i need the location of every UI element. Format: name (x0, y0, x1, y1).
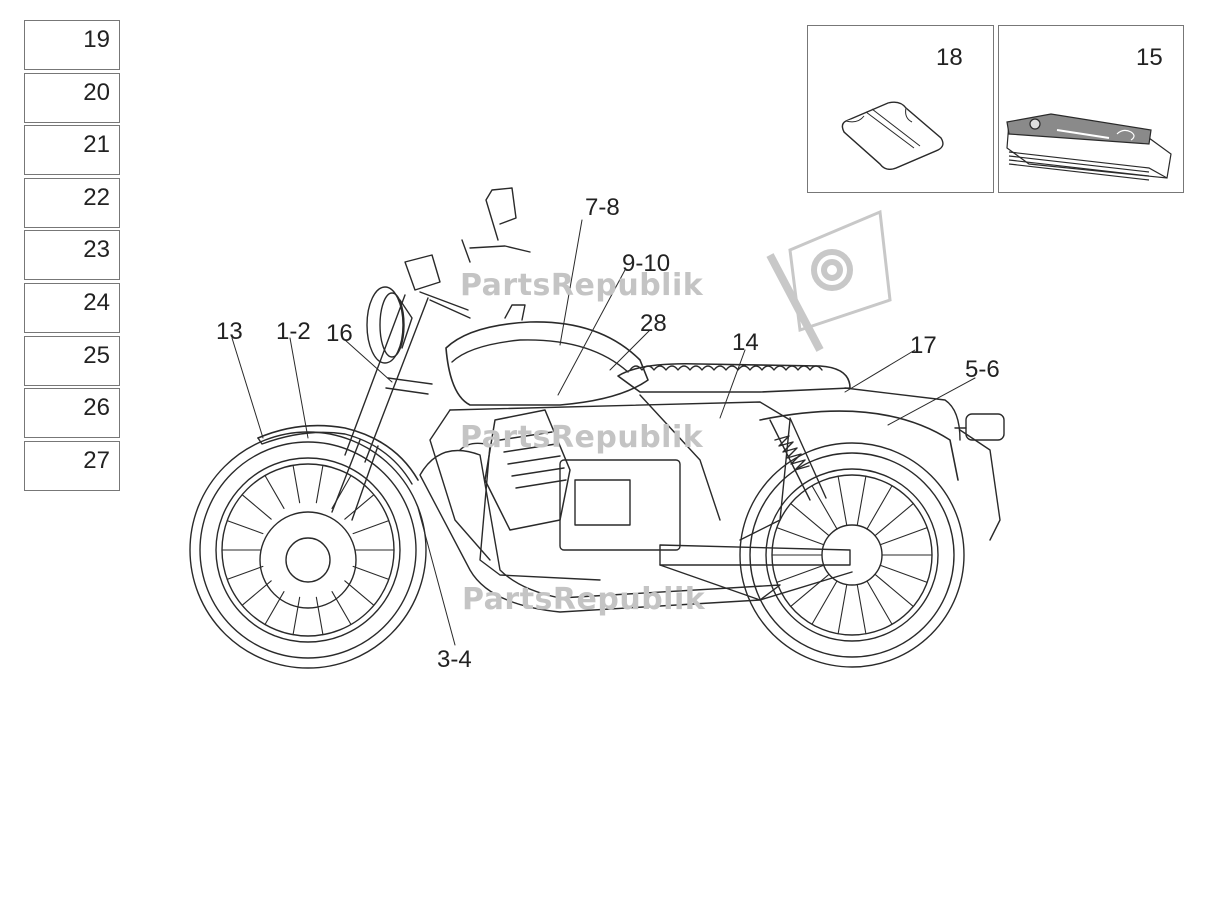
wheel-spoke (344, 580, 375, 606)
callout-5-6: 5-6 (965, 356, 1000, 383)
wheel-spoke (264, 474, 285, 509)
part-number: 19 (83, 26, 110, 53)
wheel-spoke (352, 520, 390, 535)
wheel-spoke (874, 573, 914, 607)
part-box[interactable]: 22 (24, 177, 120, 228)
rear-wheel (739, 442, 965, 668)
wheel-spoke (226, 520, 264, 535)
part-number: 27 (83, 446, 110, 474)
watermark: PartsRepublik (460, 420, 704, 455)
part-box[interactable]: 27 (24, 440, 120, 491)
watermark: PartsRepublik (460, 268, 704, 303)
part-box[interactable]: 26 (24, 388, 120, 439)
watermark-gear-icon (766, 209, 892, 352)
manual-inset[interactable]: 15 (998, 25, 1184, 193)
wheel-spoke (352, 565, 390, 580)
wheel-spoke (811, 485, 838, 530)
part-box[interactable]: 21 (24, 125, 120, 176)
wheel-spoke (776, 564, 825, 583)
part-number: 22 (83, 183, 110, 211)
wheel-spoke (264, 591, 285, 626)
wheel-spoke (874, 503, 914, 537)
wheel-spoke (790, 573, 830, 607)
callout-16: 16 (326, 320, 353, 347)
wheel-spoke (790, 503, 830, 537)
wheel-spoke (866, 485, 893, 530)
part-box[interactable]: 24 (24, 282, 120, 333)
wheel-spoke (344, 494, 375, 520)
part-number: 21 (83, 131, 110, 159)
part-number: 24 (83, 288, 110, 316)
tool-pouch-icon (841, 101, 944, 171)
callout-14: 14 (732, 329, 759, 356)
wheel-spoke (292, 464, 301, 504)
wheel-spoke (879, 564, 928, 583)
callout-1-2: 1-2 (276, 318, 311, 345)
wheel-spoke (315, 464, 324, 504)
wheel-spoke (241, 494, 272, 520)
callout-17: 17 (910, 332, 937, 359)
part-number: 20 (83, 78, 110, 106)
decal-part-list: 19 20 21 22 23 24 25 26 27 (24, 20, 120, 493)
callout-28: 28 (640, 310, 667, 337)
part-number: 26 (83, 394, 110, 422)
wheel-spoke (837, 475, 848, 527)
part-box[interactable]: 23 (24, 230, 120, 281)
callout-3-4: 3-4 (437, 646, 472, 673)
part-box[interactable]: 20 (24, 72, 120, 123)
part-box[interactable]: 19 (24, 20, 120, 70)
wheel-spoke (331, 591, 352, 626)
wheel-spoke (856, 583, 867, 635)
owners-manual-icon (1006, 113, 1172, 181)
part-number: 18 (936, 44, 963, 71)
part-number: 25 (83, 341, 110, 369)
front-wheel (189, 431, 427, 669)
wheel-spoke (879, 527, 928, 546)
wheel-spoke (856, 475, 867, 527)
part-box[interactable]: 25 (24, 335, 120, 386)
toolkit-inset[interactable]: 18 (807, 25, 994, 193)
wheel-spoke (292, 596, 301, 636)
callout-9-10: 9-10 (622, 250, 671, 277)
wheel-spoke (811, 580, 838, 625)
wheel-spoke (837, 583, 848, 635)
wheel-spoke (866, 580, 893, 625)
callout-13: 13 (216, 318, 243, 345)
callout-7-8: 7-8 (585, 194, 620, 221)
part-number: 23 (83, 236, 110, 264)
wheel-spoke (226, 565, 264, 580)
wheel-spoke (241, 580, 272, 606)
part-number: 15 (1136, 44, 1163, 71)
watermark: PartsRepublik (462, 582, 706, 617)
wheel-spoke (315, 596, 324, 636)
wheel-spoke (776, 527, 825, 546)
